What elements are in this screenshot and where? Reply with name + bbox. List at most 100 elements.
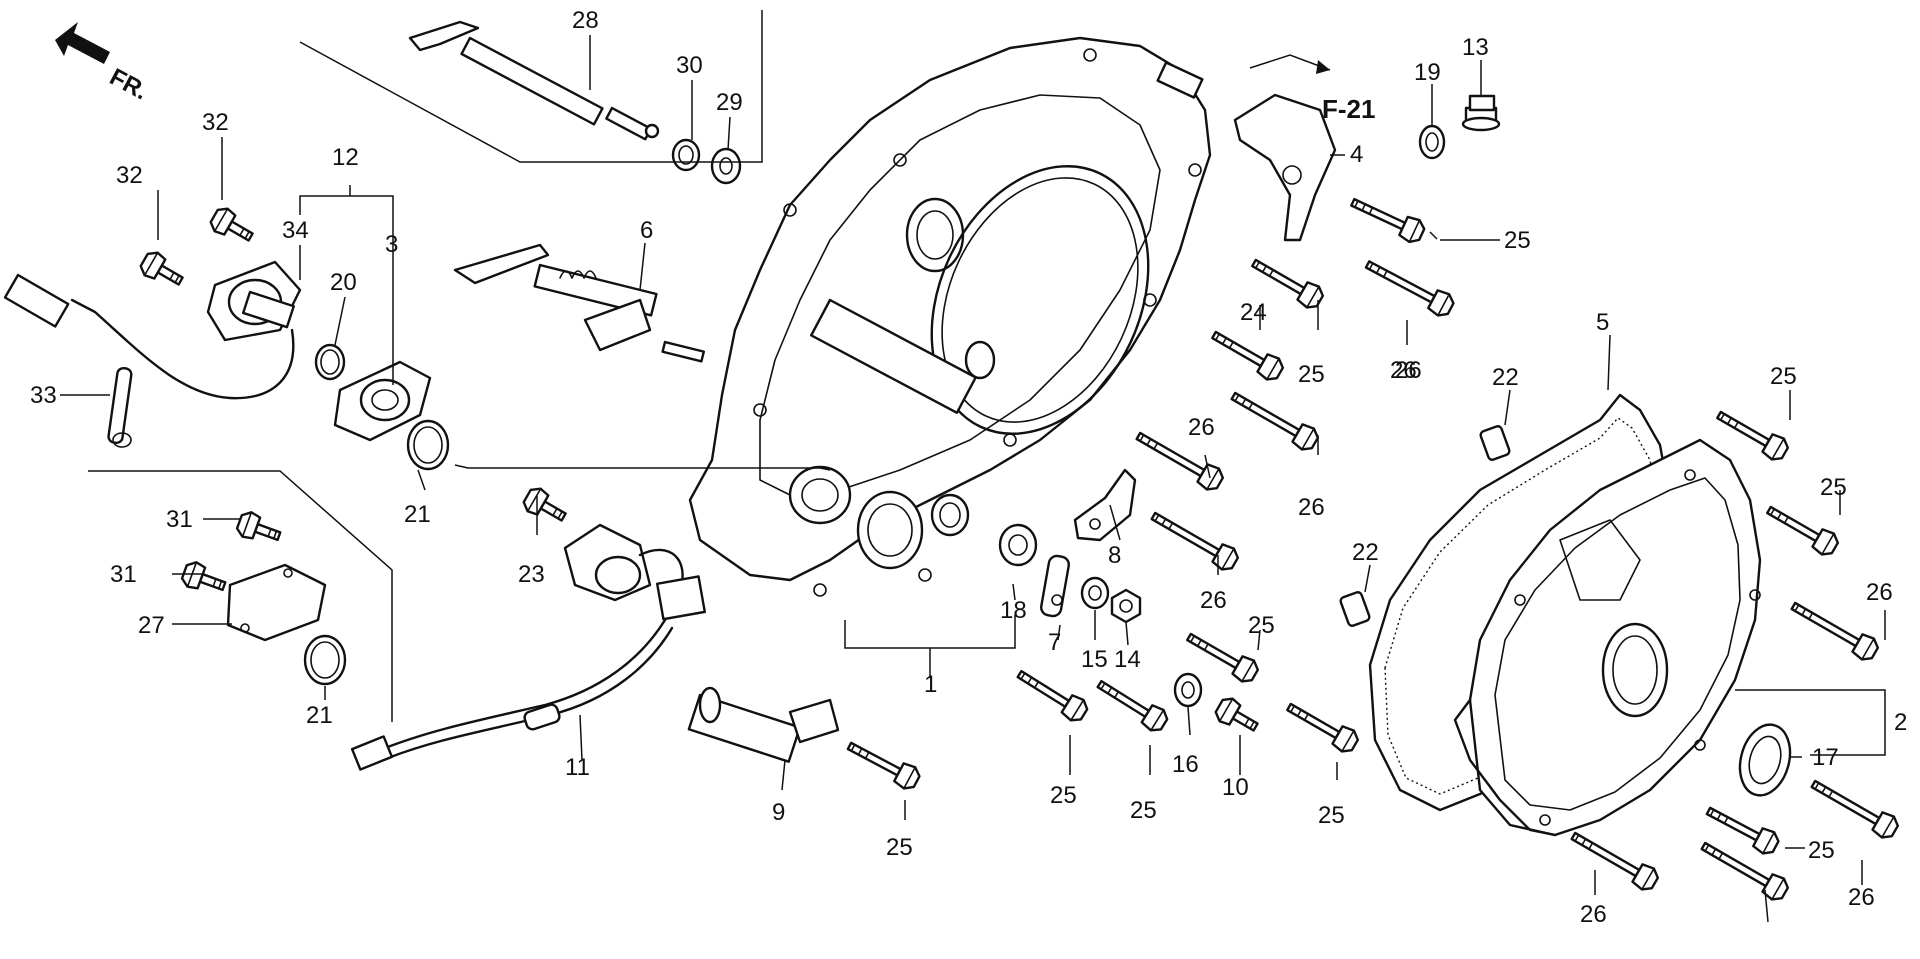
bolt-part-25h	[1711, 403, 1793, 465]
callout-26b: 26	[1390, 357, 1417, 384]
callout-26e: 26	[1200, 587, 1227, 614]
callout-14: 14	[1114, 646, 1141, 673]
group-frame-lines	[88, 10, 763, 722]
leader-lines	[60, 35, 1886, 923]
o-ring-part-21b	[303, 634, 347, 686]
callout-4: 4	[1350, 141, 1363, 168]
o-ring-part-20	[314, 343, 346, 381]
callout-1: 1	[924, 671, 937, 698]
callout-2: 2	[1894, 709, 1907, 736]
callout-26g: 26	[1580, 901, 1607, 928]
bracket-part-8	[1073, 468, 1137, 542]
callout-25g: 25	[886, 834, 913, 861]
bolt-part-25g	[842, 734, 924, 794]
bolt-part-32a	[206, 203, 259, 250]
bolt-part-31b	[178, 558, 230, 600]
callout-3: 3	[385, 231, 398, 258]
washer-part-29	[710, 147, 742, 185]
callout-20: 20	[330, 269, 357, 296]
oil-seal-part-17	[1738, 723, 1792, 797]
callout-30: 30	[676, 52, 703, 79]
callout-31a: 31	[166, 506, 193, 533]
callout-23: 23	[518, 561, 545, 588]
callout-26f: 26	[1866, 579, 1893, 606]
dowel-pin-part-22b	[1339, 591, 1371, 627]
callout-12: 12	[332, 144, 359, 171]
callout-21b: 21	[306, 702, 333, 729]
bolt-part-25d	[1011, 662, 1092, 726]
side-cover-part-2	[1453, 438, 1762, 837]
bolt-part-31a	[233, 508, 285, 550]
callout-25c: 25	[1248, 612, 1275, 639]
dowel-pin-part-22a	[1479, 425, 1511, 461]
callout-numbers: 1 2 3 4 5 6 7 8 9 10 11 12 13 14 15 16 1…	[30, 7, 1907, 928]
callout-25f: 25	[1318, 802, 1345, 829]
callout-25b: 25	[1298, 361, 1325, 388]
switch-part-10	[1211, 693, 1264, 740]
callout-25j: 25	[1808, 837, 1835, 864]
callout-32b: 32	[116, 162, 143, 189]
drain-bolt-part-13	[1461, 94, 1501, 132]
callout-16: 16	[1172, 751, 1199, 778]
bolt-part-26d	[1146, 504, 1243, 575]
speed-sensor-part	[3, 260, 302, 400]
callout-22a: 22	[1492, 364, 1519, 391]
callout-25d: 25	[1050, 782, 1077, 809]
callout-25i: 25	[1820, 474, 1847, 501]
crankcase-cover-part-1	[688, 36, 1212, 597]
callout-10: 10	[1222, 774, 1249, 801]
switch-harness-part	[350, 523, 706, 771]
callout-19: 19	[1414, 59, 1441, 86]
cover-plate-part	[226, 563, 327, 642]
callout-26d: 26	[1298, 494, 1325, 521]
circlip-part	[671, 138, 701, 172]
shift-arm-part	[453, 243, 706, 363]
callout-27: 27	[138, 612, 165, 639]
o-ring-part-21a	[406, 419, 450, 471]
callout-25e: 25	[1130, 797, 1157, 824]
clip-part-7	[1040, 554, 1070, 618]
callout-34: 34	[282, 217, 309, 244]
callout-8: 8	[1108, 542, 1121, 569]
callout-25h: 25	[1770, 363, 1797, 390]
reference-label: F-21	[1322, 94, 1375, 124]
sealing-washer-part-19	[1418, 124, 1446, 160]
callout-15: 15	[1081, 646, 1108, 673]
callout-7: 7	[1048, 629, 1061, 656]
callout-6: 6	[640, 217, 653, 244]
bolt-part-26h	[1806, 772, 1903, 843]
front-arrow-icon: FR.	[55, 22, 152, 105]
bolt-part-32b	[136, 247, 189, 294]
callout-9: 9	[772, 799, 785, 826]
bolt-part-25f	[1281, 695, 1363, 757]
callout-33: 33	[30, 382, 57, 409]
callout-25a: 25	[1504, 227, 1531, 254]
bolt-part-25e	[1091, 672, 1172, 736]
bolt-part-26a	[1360, 252, 1458, 321]
callout-17: 17	[1812, 744, 1839, 771]
bolt-part-25a	[1346, 190, 1428, 247]
bolt-part-25i	[1761, 498, 1843, 560]
callout-32a: 32	[202, 109, 229, 136]
front-arrow-label: FR.	[105, 63, 152, 105]
callout-18: 18	[1000, 597, 1027, 624]
washer-part-16	[1173, 672, 1203, 708]
oil-seal-part-18	[998, 523, 1038, 567]
callout-22b: 22	[1352, 539, 1379, 566]
callout-5: 5	[1596, 309, 1609, 336]
wire-clip-part	[107, 366, 133, 448]
nut-part-14	[1110, 588, 1142, 624]
bolt-part-23	[519, 483, 572, 530]
bolt-part-26f	[1566, 824, 1663, 895]
callout-26h: 26	[1848, 884, 1875, 911]
bolt-part-24	[1206, 323, 1288, 385]
callout-29: 29	[716, 89, 743, 116]
callout-13: 13	[1462, 34, 1489, 61]
callout-26c: 26	[1188, 414, 1215, 441]
callout-24: 24	[1240, 299, 1267, 326]
callout-11: 11	[565, 754, 590, 781]
washer-part-15	[1080, 576, 1110, 610]
callout-26a: 26	[1395, 357, 1422, 384]
callout-21a: 21	[404, 501, 431, 528]
